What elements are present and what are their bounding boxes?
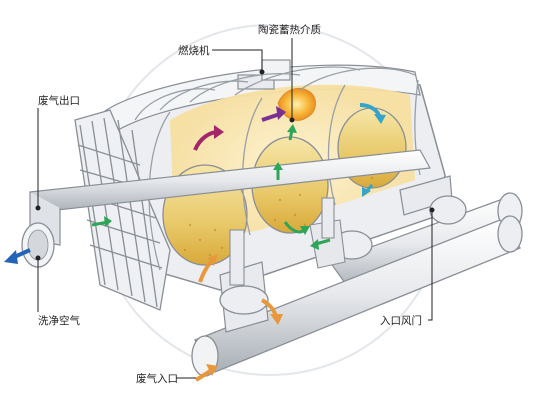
- burner-unit: [237, 59, 291, 90]
- arrow-orange-inlet-head: [206, 364, 218, 376]
- flow-arrows: [4, 103, 386, 382]
- label-clean-air: 洗净空气: [38, 314, 80, 327]
- arrow-cyan-down-head: [362, 187, 371, 197]
- chamber-legs: [229, 197, 335, 286]
- arrow-purple: [261, 112, 281, 122]
- arrow-cyan-right-head: [374, 114, 386, 124]
- burner-flame: [277, 88, 316, 121]
- label-ceramic-media: 陶瓷蓄热介质: [258, 23, 321, 36]
- arrow-orange-inlet: [194, 368, 214, 382]
- leader-lines: [35, 38, 435, 379]
- arrow-left-blue-head: [4, 250, 18, 264]
- label-exhaust-outlet: 废气出口: [38, 94, 80, 107]
- label-exhaust-inlet: 废气入口: [136, 372, 178, 385]
- arrow-orange-mid-head: [270, 314, 283, 325]
- arrow-green-curve-head: [300, 226, 310, 235]
- arrow-green-up-1-head: [273, 162, 283, 170]
- exhaust-outlet-duct: [21, 149, 431, 268]
- label-inlet-valve: 入口风门: [380, 314, 422, 327]
- arrow-green-lower-head: [310, 239, 319, 250]
- arrow-green-duct-head: [104, 216, 112, 227]
- exhaust-inlet-pipe: [191, 215, 523, 377]
- arrow-magenta-head: [214, 125, 224, 139]
- arrow-orange-left-head: [208, 254, 218, 266]
- arrow-green-up-2-head: [287, 124, 297, 133]
- label-burner: 燃烧机: [178, 44, 210, 57]
- arrow-purple-head: [276, 106, 286, 120]
